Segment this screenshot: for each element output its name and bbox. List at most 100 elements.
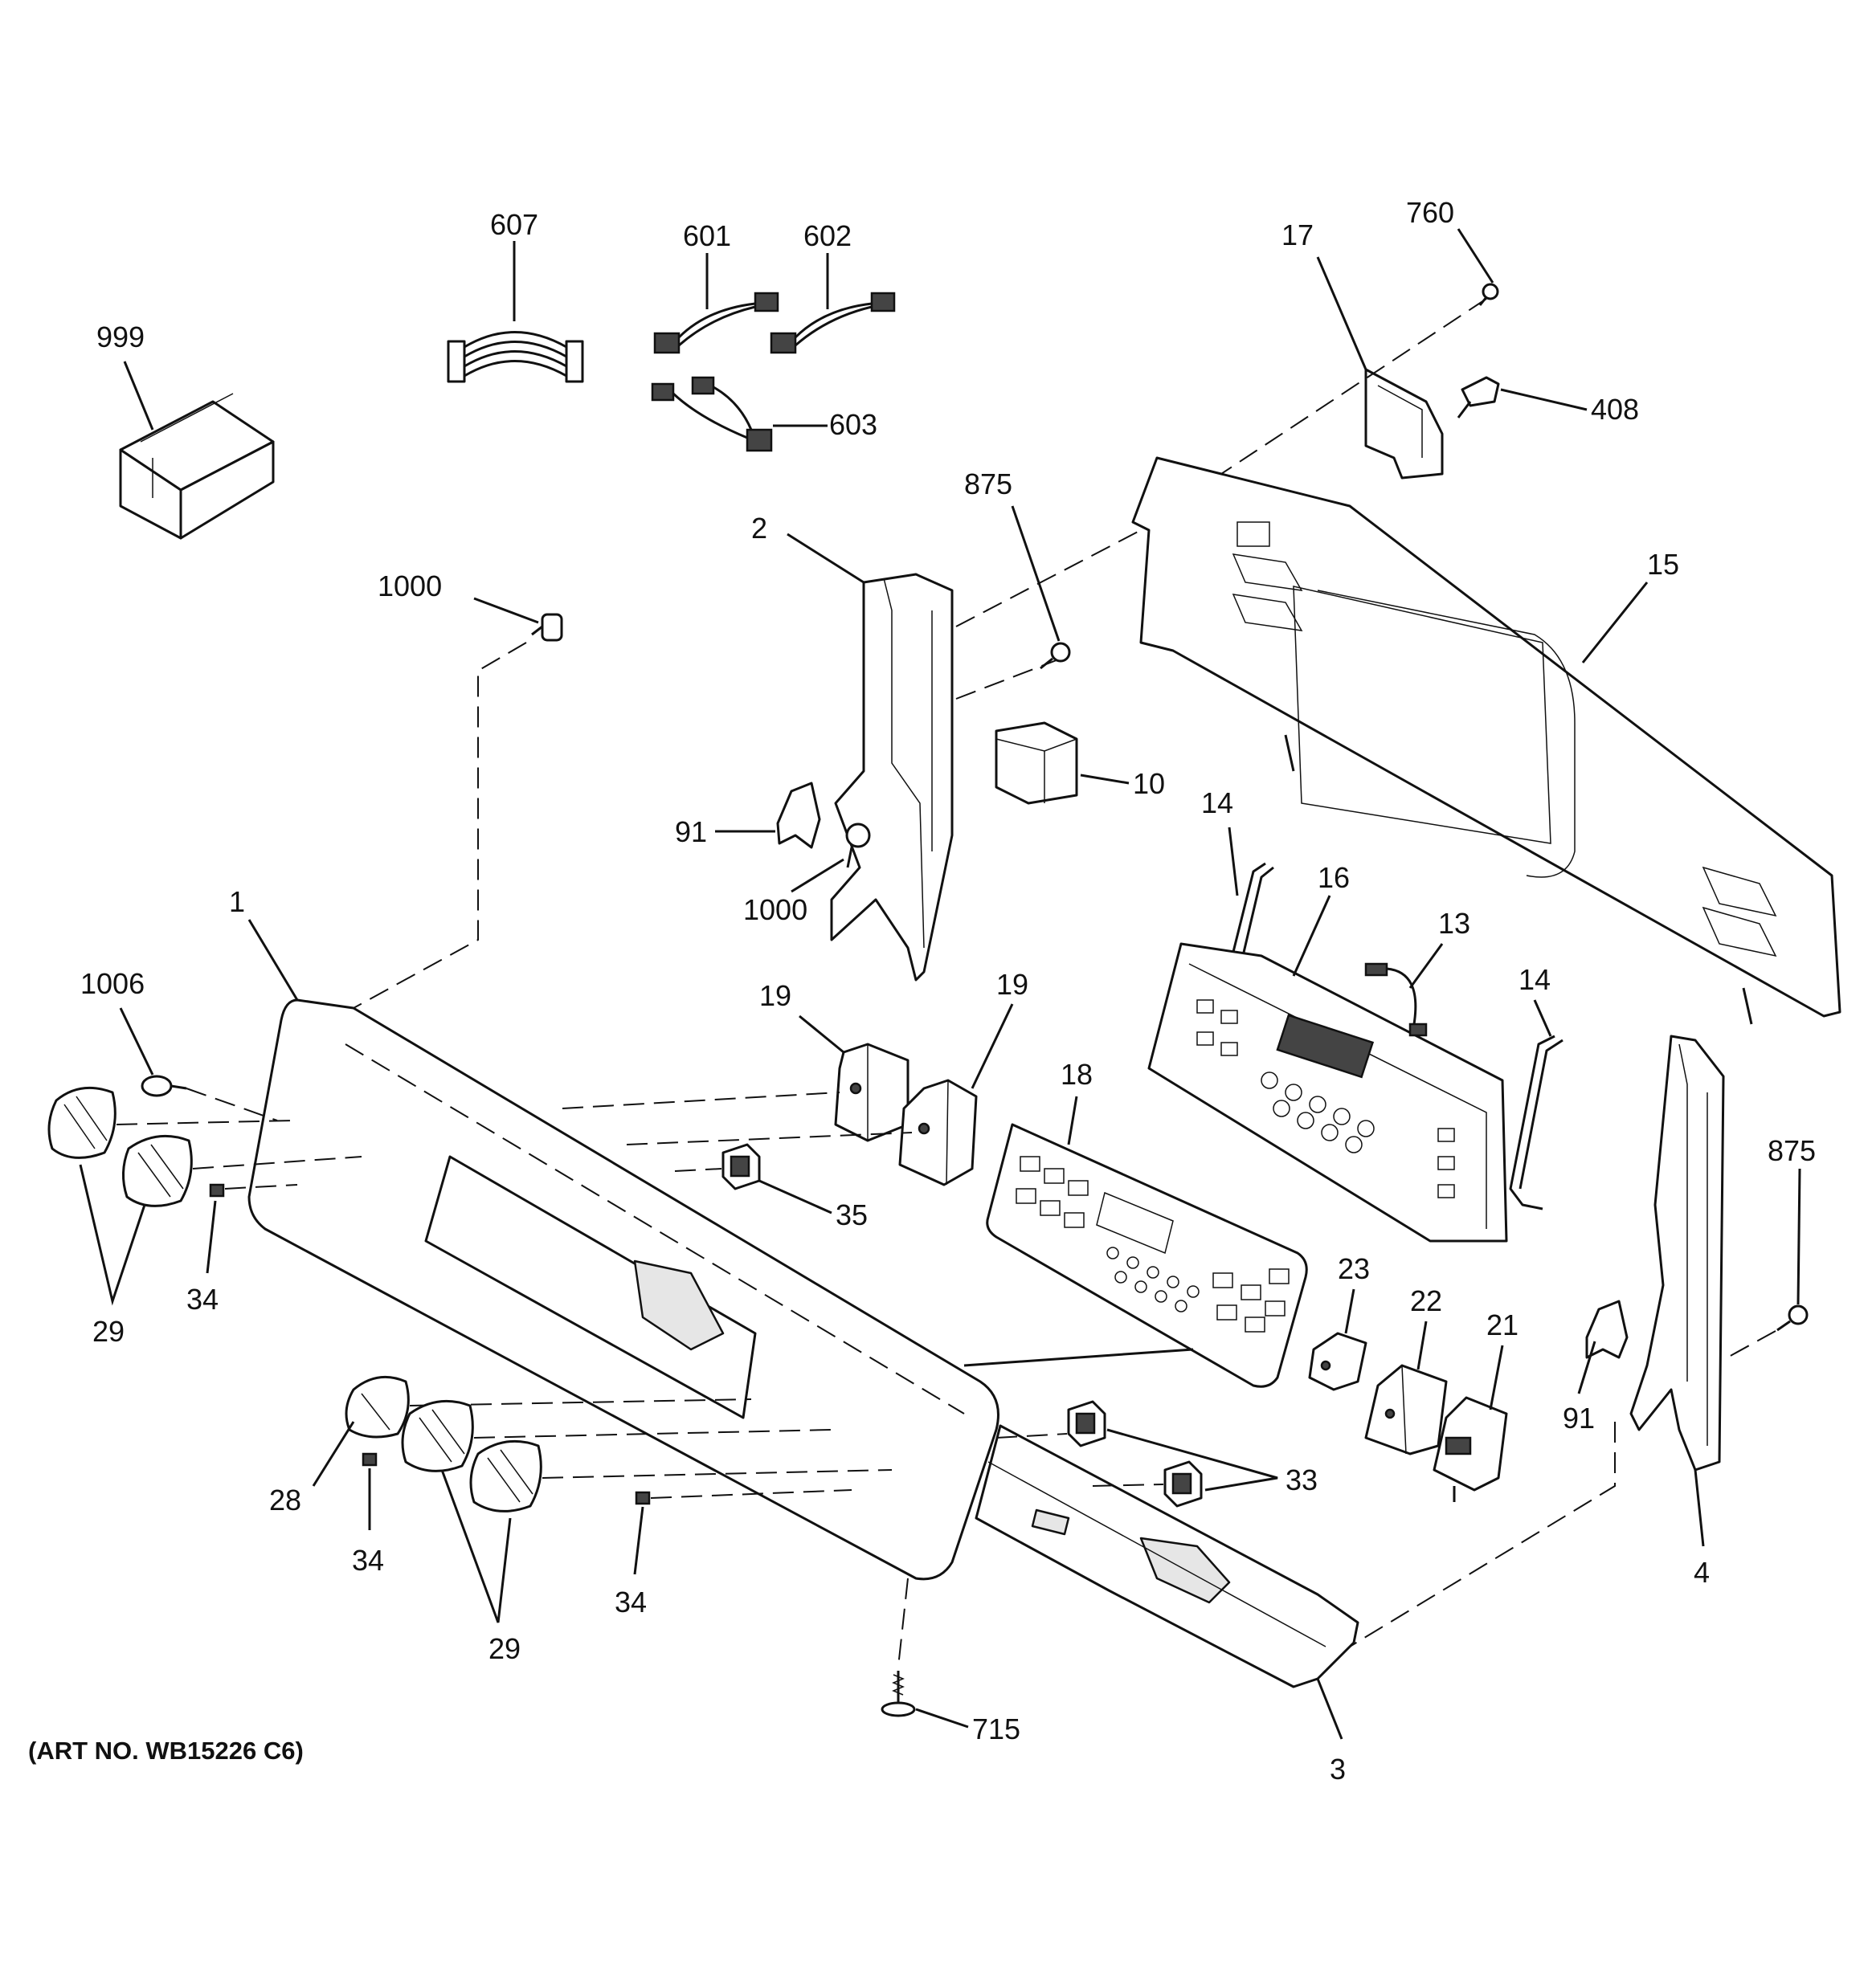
keypad-keys bbox=[1016, 1156, 1290, 1333]
leader-17 bbox=[1316, 256, 1367, 370]
art-number: (ART NO. WB15226 C6) bbox=[28, 1737, 304, 1765]
part-23-switch bbox=[1308, 1332, 1367, 1391]
leader-875-right bbox=[1796, 1168, 1801, 1305]
leader-29-left bbox=[79, 1164, 146, 1306]
part-3-lower-trim bbox=[975, 1424, 1359, 1688]
callout-21: 21 bbox=[1486, 1308, 1519, 1341]
part-29-knob-left-a bbox=[47, 1086, 116, 1159]
callout-999: 999 bbox=[96, 320, 145, 353]
part-607-ribbon-cable bbox=[447, 331, 584, 383]
part-1006-screw bbox=[141, 1075, 187, 1097]
part-875-screw-top bbox=[1040, 642, 1071, 670]
callout-2: 2 bbox=[751, 512, 767, 545]
callout-10: 10 bbox=[1133, 767, 1165, 800]
leader-33 bbox=[1106, 1428, 1278, 1492]
callout-34-left: 34 bbox=[186, 1283, 219, 1316]
leader-19-left bbox=[799, 1014, 844, 1054]
leader-21 bbox=[1489, 1345, 1504, 1410]
callout-1006: 1006 bbox=[80, 967, 145, 1000]
dashed-guide-15 bbox=[955, 529, 1142, 627]
leader-1000-top bbox=[473, 597, 539, 624]
part-33-switch-b bbox=[1163, 1460, 1203, 1508]
leader-29-lower bbox=[440, 1469, 512, 1623]
part-18-keypad bbox=[986, 1123, 1308, 1388]
part-1000-screw-top bbox=[531, 613, 563, 642]
part-22-switch bbox=[1364, 1364, 1448, 1455]
callout-91-left: 91 bbox=[675, 815, 707, 848]
callout-875-right: 875 bbox=[1768, 1134, 1816, 1167]
dashed-guide-17 bbox=[1220, 298, 1487, 475]
callout-18: 18 bbox=[1061, 1058, 1093, 1091]
part-601-wire-harness bbox=[653, 292, 779, 354]
part-19-switch-left bbox=[834, 1043, 909, 1142]
callout-19-left: 19 bbox=[759, 979, 791, 1012]
leader-999 bbox=[123, 361, 154, 431]
callout-15: 15 bbox=[1647, 548, 1679, 581]
part-1-control-panel bbox=[247, 998, 999, 1581]
part-875-screw-right bbox=[1776, 1304, 1809, 1332]
dashed-guide-875-right bbox=[1727, 1330, 1776, 1358]
leader-10 bbox=[1080, 774, 1130, 785]
part-33-switch-a bbox=[1067, 1400, 1106, 1447]
callout-603: 603 bbox=[829, 408, 877, 441]
callout-601: 601 bbox=[683, 219, 731, 252]
callout-607: 607 bbox=[490, 208, 538, 241]
part-34-setscrew-left bbox=[209, 1183, 225, 1198]
leader-34-left bbox=[206, 1200, 217, 1274]
dashed-guide-4 bbox=[1349, 1422, 1616, 1647]
leader-16 bbox=[1292, 895, 1331, 977]
dashed-guide-29-b bbox=[542, 1469, 893, 1479]
part-13-harness bbox=[1364, 962, 1428, 1037]
callout-17: 17 bbox=[1281, 218, 1314, 251]
leader-14-left bbox=[1228, 827, 1239, 896]
callout-408: 408 bbox=[1591, 393, 1639, 426]
guide-18-to-panel bbox=[963, 1348, 1194, 1367]
callout-23: 23 bbox=[1338, 1252, 1370, 1285]
part-602-wire-harness bbox=[770, 292, 896, 354]
callout-91-right: 91 bbox=[1563, 1402, 1595, 1435]
leader-14-right bbox=[1533, 999, 1552, 1037]
part-2-left-endcap bbox=[830, 573, 954, 982]
leader-408 bbox=[1500, 388, 1588, 411]
leader-15 bbox=[1581, 582, 1649, 663]
leader-22 bbox=[1416, 1321, 1428, 1370]
leader-35 bbox=[758, 1179, 832, 1214]
leader-18 bbox=[1067, 1096, 1078, 1145]
part-28-knob bbox=[345, 1375, 410, 1439]
callout-1000-mid: 1000 bbox=[743, 893, 807, 926]
callout-35: 35 bbox=[836, 1198, 868, 1231]
dashed-guide-knob-b bbox=[192, 1156, 362, 1170]
part-34-setscrew-mid bbox=[362, 1452, 378, 1467]
callout-19-right: 19 bbox=[996, 968, 1028, 1001]
part-29-knob-left-b bbox=[122, 1134, 193, 1207]
callout-33: 33 bbox=[1286, 1463, 1318, 1496]
callout-13: 13 bbox=[1438, 907, 1470, 940]
callout-14-left: 14 bbox=[1201, 786, 1233, 819]
leader-1006 bbox=[119, 1007, 154, 1076]
callout-29-left: 29 bbox=[92, 1315, 125, 1348]
part-91-clip-right bbox=[1585, 1300, 1629, 1359]
part-21-switch bbox=[1433, 1396, 1508, 1502]
part-4-right-endcap bbox=[1629, 1035, 1725, 1472]
callout-602: 602 bbox=[803, 219, 852, 252]
leader-715 bbox=[915, 1708, 969, 1729]
leader-4 bbox=[1694, 1469, 1705, 1547]
dashed-guide-33-b bbox=[1092, 1484, 1164, 1487]
part-19-switch-right bbox=[898, 1079, 978, 1186]
callout-1000-top: 1000 bbox=[378, 569, 442, 602]
part-1000-screw-mid bbox=[845, 823, 871, 868]
part-17-bracket bbox=[1364, 368, 1444, 480]
part-34-setscrew-low bbox=[635, 1491, 651, 1505]
leader-1000-mid bbox=[791, 858, 844, 893]
dashed-guide-35 bbox=[674, 1168, 722, 1172]
dashed-guide-34-low bbox=[650, 1489, 852, 1499]
callout-14-right: 14 bbox=[1519, 963, 1551, 996]
dashed-guide-33-a bbox=[995, 1433, 1068, 1439]
leader-875-top bbox=[1011, 505, 1061, 642]
part-999-box bbox=[119, 393, 275, 540]
control-board-components bbox=[1196, 999, 1455, 1198]
callout-16: 16 bbox=[1318, 861, 1350, 894]
dashed-guide-19-left bbox=[562, 1092, 840, 1109]
part-15-rear-panel bbox=[1131, 456, 1841, 1025]
